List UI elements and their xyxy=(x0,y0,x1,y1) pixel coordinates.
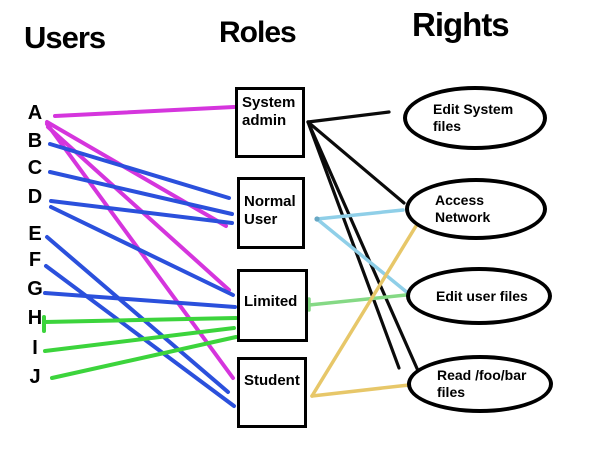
right-label-line: Network xyxy=(435,209,491,225)
connection-normal_user-edit_user_files xyxy=(315,217,411,296)
connection-system_admin-edit_system_files xyxy=(306,110,391,124)
user-B: B xyxy=(27,130,43,152)
connection-D-limited xyxy=(49,205,235,297)
connection-system_admin-read_foo_bar xyxy=(307,122,421,375)
user-G: G xyxy=(27,278,43,300)
right-label-line: Edit System xyxy=(433,101,514,118)
role-box-student: Student xyxy=(237,357,307,428)
user-F: F xyxy=(28,249,42,271)
connection-I-limited xyxy=(43,326,236,353)
user-D: D xyxy=(27,186,43,208)
user-C: C xyxy=(27,157,43,179)
connection-system_admin-access_network xyxy=(306,120,406,205)
connection-normal_user-access_network xyxy=(315,208,405,221)
connection-A-normal_user xyxy=(45,120,228,228)
user-A: A xyxy=(27,102,43,124)
rights-column-header: Rights xyxy=(412,6,510,43)
right-label-line: files xyxy=(433,118,462,134)
connection-F-student xyxy=(44,264,236,408)
role-label: System xyxy=(242,94,296,111)
connection-H-limited xyxy=(43,316,238,324)
connection-J-limited xyxy=(50,335,238,380)
user-J: J xyxy=(29,366,41,388)
right-label-line: Read /foo/bar xyxy=(437,367,527,384)
connection-student-access_network xyxy=(310,224,418,398)
role-label: Student xyxy=(244,372,300,389)
user-H: H xyxy=(27,307,43,329)
right-label-line: Edit user files xyxy=(436,287,528,304)
user-I: I xyxy=(32,337,38,359)
cyan-line-vertex-dot xyxy=(314,216,320,222)
connection-system_admin-read_foo_bar xyxy=(306,120,401,370)
role-box-limited: Limited xyxy=(237,269,308,342)
connection-D-normal_user xyxy=(49,199,234,225)
connection-student-read_foo_bar xyxy=(310,383,411,398)
role-label: admin xyxy=(242,112,287,129)
right-ellipse-edit_user_files: Edit user files xyxy=(406,267,552,325)
connection-G-limited xyxy=(43,291,237,309)
users-column-header: Users xyxy=(24,20,106,55)
connection-limited-edit_user_files xyxy=(307,293,408,307)
right-label-line: files xyxy=(437,384,466,400)
roles-column-header: Roles xyxy=(219,16,297,49)
connection-E-student xyxy=(45,235,230,394)
user-E: E xyxy=(28,223,42,245)
connection-B-normal_user xyxy=(48,142,231,200)
role-label: User xyxy=(244,211,278,228)
right-label: Edit user files xyxy=(410,288,548,305)
right-label-line: Access xyxy=(435,192,485,209)
connection-A-system_admin xyxy=(53,105,236,118)
role-label: Limited xyxy=(244,293,298,310)
role-label: Normal xyxy=(244,193,296,210)
connection-C-normal_user xyxy=(48,170,234,216)
